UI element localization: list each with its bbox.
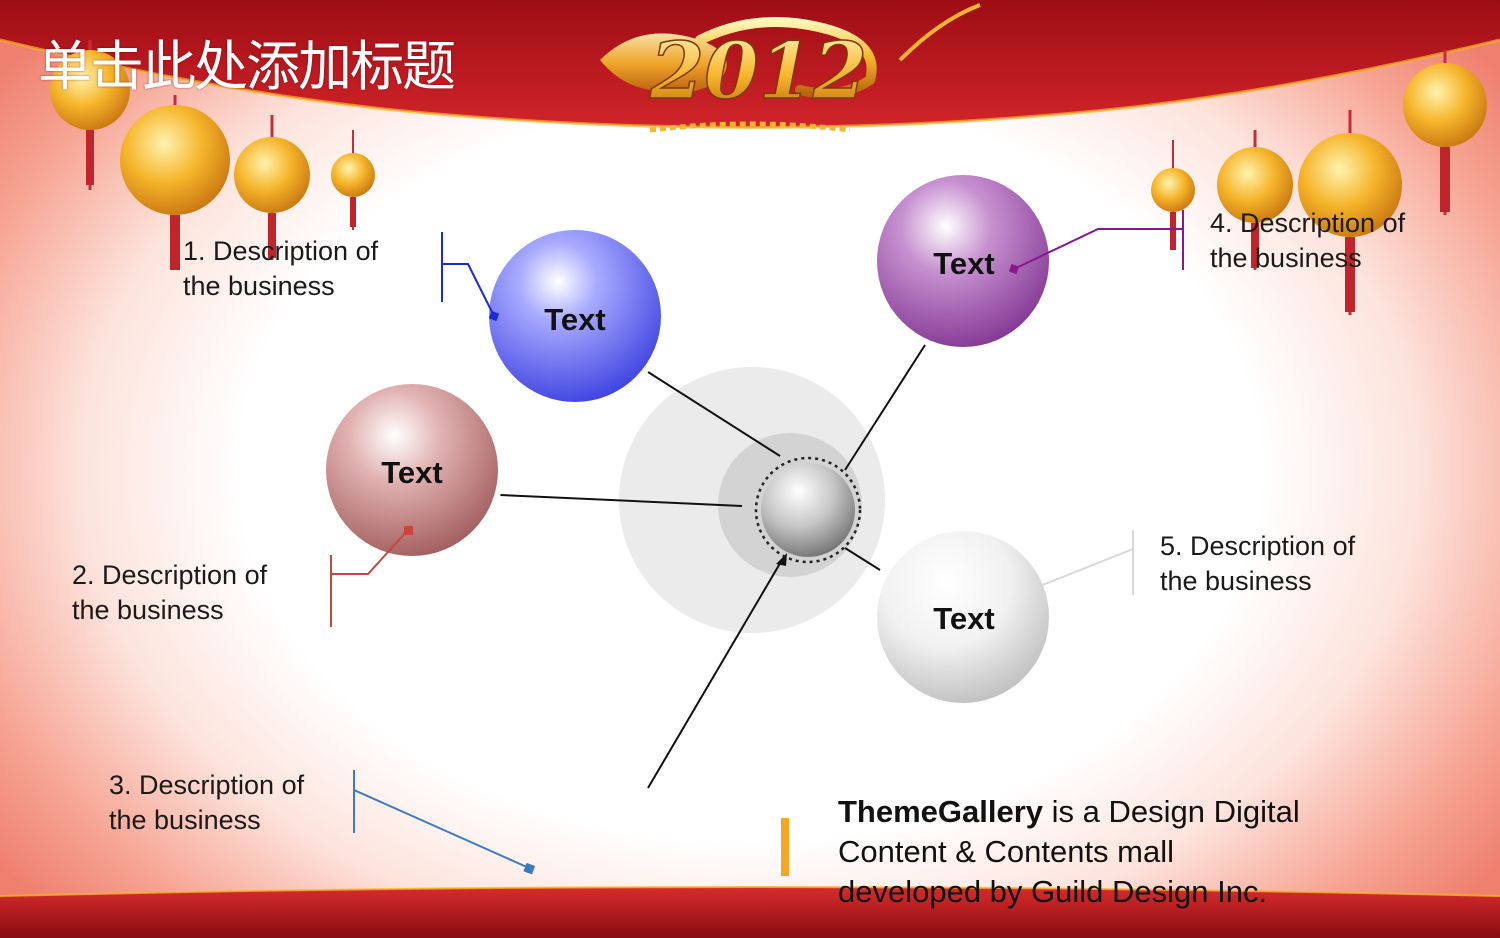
description-5-line1: 5. Description of xyxy=(1160,531,1356,561)
node-label-4[interactable]: Text xyxy=(933,601,995,636)
gallery-line-1: ThemeGallery is a Design Digital xyxy=(838,792,1300,832)
gallery-line-1-rest: is a Design Digital xyxy=(1043,794,1300,829)
description-1[interactable]: 1. Description of the business xyxy=(183,234,378,304)
description-2[interactable]: 2. Description of the business xyxy=(72,558,267,628)
festive-banner xyxy=(0,0,1500,133)
description-3[interactable]: 3. Description of the business xyxy=(109,768,304,838)
floor-decoration xyxy=(0,886,1500,938)
node-label-3[interactable]: Text xyxy=(933,246,995,281)
callout-5 xyxy=(1039,530,1134,595)
node-ball-3 xyxy=(877,175,1049,347)
year-text: 2012 xyxy=(649,26,867,117)
node-ball-4 xyxy=(877,531,1049,703)
description-5-line2: the business xyxy=(1160,566,1312,596)
dragon-icon xyxy=(600,3,981,99)
callout-1 xyxy=(441,232,495,317)
gallery-line-2: Content & Contents mall xyxy=(838,834,1175,869)
gallery-brand: ThemeGallery xyxy=(838,794,1044,829)
hub-dashed-ring xyxy=(754,456,862,564)
hub-ball xyxy=(761,463,855,557)
node-ball-2 xyxy=(326,384,498,556)
description-4-line2: the business xyxy=(1210,243,1362,273)
gallery-line-3: developed by Guild Design Inc. xyxy=(838,874,1268,909)
description-2-line1: 2. Description of xyxy=(72,560,268,590)
description-4[interactable]: 4. Description of the business xyxy=(1210,206,1405,276)
gallery-accent-bar xyxy=(781,818,789,876)
year-logo: 2012 xyxy=(648,25,868,118)
description-1-line1: 1. Description of xyxy=(183,236,379,266)
slide-title[interactable]: 单击此处添加标题 xyxy=(38,35,456,98)
description-1-line2: the business xyxy=(183,271,335,301)
description-5[interactable]: 5. Description of the business xyxy=(1160,529,1355,599)
node-ball-1 xyxy=(489,230,661,402)
callout-4 xyxy=(1013,210,1184,270)
node-label-1[interactable]: Text xyxy=(544,302,606,337)
theme-gallery-text[interactable]: ThemeGallery is a Design Digital Content… xyxy=(838,792,1300,912)
node-label-2[interactable]: Text xyxy=(381,455,443,490)
description-2-line2: the business xyxy=(72,595,224,625)
lantern-icon xyxy=(50,40,1487,315)
description-4-line1: 4. Description of xyxy=(1210,208,1406,238)
callout-2 xyxy=(330,529,409,627)
callout-3 xyxy=(353,770,530,869)
connector-lines xyxy=(499,344,926,789)
description-3-line1: 3. Description of xyxy=(109,770,305,800)
description-3-line2: the business xyxy=(109,805,261,835)
